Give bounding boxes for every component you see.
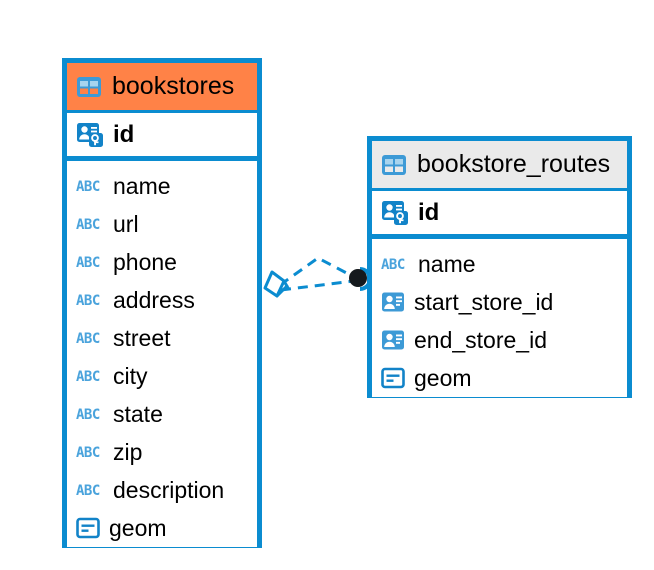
field-row-geom[interactable]: geom bbox=[67, 509, 257, 547]
field-row-address[interactable]: ABC address bbox=[67, 281, 257, 319]
field-label: geom bbox=[414, 364, 472, 391]
abc-icon: ABC bbox=[76, 445, 100, 461]
field-label: address bbox=[113, 286, 195, 313]
primary-key-icon bbox=[76, 122, 104, 148]
field-row-url[interactable]: ABC url bbox=[67, 205, 257, 243]
field-row-state[interactable]: ABC state bbox=[67, 395, 257, 433]
field-label: state bbox=[113, 400, 163, 427]
entity-title: bookstores bbox=[112, 72, 235, 100]
primary-key-row[interactable]: id bbox=[67, 113, 257, 161]
abc-icon: ABC bbox=[76, 255, 100, 271]
relationship-branch-lower bbox=[280, 279, 355, 292]
primary-key-label: id bbox=[113, 120, 135, 148]
field-label: city bbox=[113, 362, 148, 389]
field-label: end_store_id bbox=[414, 326, 547, 353]
field-row-start-store-id[interactable]: start_store_id bbox=[372, 283, 627, 321]
abc-icon: ABC bbox=[76, 331, 100, 347]
field-list-bookstores: ABC name ABC url ABC phone ABC address A… bbox=[67, 161, 257, 551]
field-row-name[interactable]: ABC name bbox=[372, 245, 627, 283]
abc-icon: ABC bbox=[76, 179, 100, 195]
entity-header-bookstore-routes[interactable]: bookstore_routes bbox=[372, 141, 627, 191]
relationship-branch-upper bbox=[279, 256, 357, 287]
geometry-icon bbox=[76, 517, 100, 539]
field-row-city[interactable]: ABC city bbox=[67, 357, 257, 395]
abc-icon: ABC bbox=[76, 407, 100, 423]
table-icon bbox=[381, 154, 407, 176]
field-label: name bbox=[113, 172, 171, 199]
abc-icon: ABC bbox=[76, 369, 100, 385]
field-list-bookstore-routes: ABC name start_store_id bbox=[372, 239, 627, 401]
abc-icon: ABC bbox=[76, 483, 100, 499]
field-row-geom[interactable]: geom bbox=[372, 359, 627, 397]
field-label: street bbox=[113, 324, 171, 351]
field-row-phone[interactable]: ABC phone bbox=[67, 243, 257, 281]
field-row-name[interactable]: ABC name bbox=[67, 167, 257, 205]
diamond-crowfoot-marker bbox=[263, 270, 290, 298]
field-label: zip bbox=[113, 438, 143, 465]
field-label: description bbox=[113, 476, 225, 503]
geometry-icon bbox=[381, 367, 405, 389]
table-icon bbox=[76, 76, 102, 98]
entity-bookstores[interactable]: bookstores id bbox=[62, 58, 262, 548]
abc-icon: ABC bbox=[381, 257, 405, 273]
entity-header-bookstores[interactable]: bookstores bbox=[67, 63, 257, 113]
field-label: url bbox=[113, 210, 139, 237]
foreign-key-icon bbox=[381, 291, 405, 313]
entity-title: bookstore_routes bbox=[417, 150, 611, 178]
primary-key-row[interactable]: id bbox=[372, 191, 627, 239]
primary-key-label: id bbox=[418, 198, 440, 226]
primary-key-icon bbox=[381, 200, 409, 226]
foreign-key-icon bbox=[381, 329, 405, 351]
field-row-street[interactable]: ABC street bbox=[67, 319, 257, 357]
abc-icon: ABC bbox=[76, 293, 100, 309]
field-row-end-store-id[interactable]: end_store_id bbox=[372, 321, 627, 359]
field-row-description[interactable]: ABC description bbox=[67, 471, 257, 509]
abc-icon: ABC bbox=[76, 217, 100, 233]
entity-bookstore-routes[interactable]: bookstore_routes id bbox=[367, 136, 632, 398]
field-label: geom bbox=[109, 514, 167, 541]
field-row-zip[interactable]: ABC zip bbox=[67, 433, 257, 471]
field-label: name bbox=[418, 250, 476, 277]
field-label: phone bbox=[113, 248, 177, 275]
field-label: start_store_id bbox=[414, 288, 554, 315]
